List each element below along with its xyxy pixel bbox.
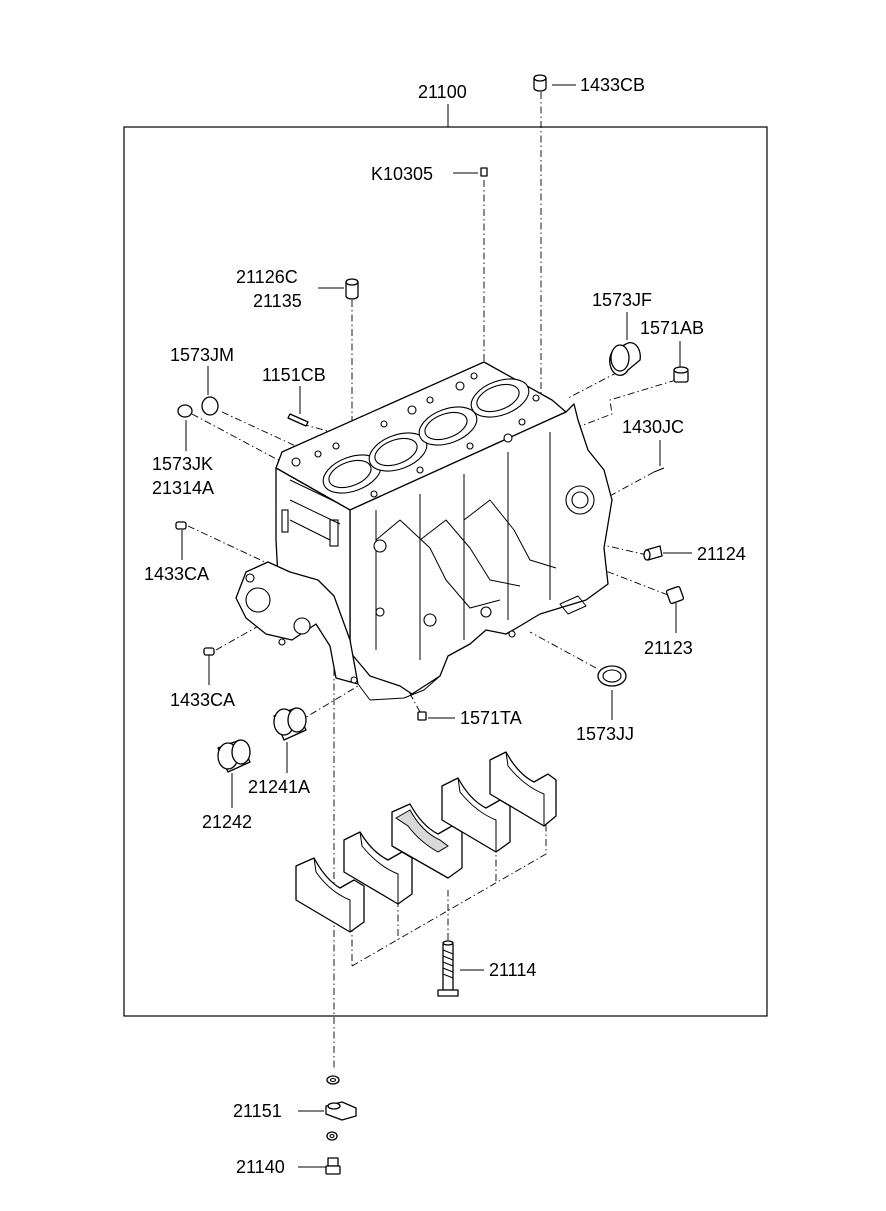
- plug-icon: [177, 74, 689, 473]
- part-labels: 21100 1433CB K10305 21126C 21135 1573JF …: [144, 75, 746, 1177]
- label-1433CA-lower: 1433CA: [170, 690, 235, 710]
- cylinder-block-icon: [235, 361, 613, 701]
- sensor-bolt-icon: [325, 1157, 341, 1175]
- washer-icon: [326, 1075, 340, 1141]
- leader-lines: [181, 84, 692, 1168]
- label-21135: 21135: [253, 291, 302, 311]
- label-21124: 21124: [697, 544, 746, 564]
- label-1573JJ: 1573JJ: [576, 724, 634, 744]
- label-21314A: 21314A: [152, 478, 214, 498]
- label-1433CB: 1433CB: [580, 75, 645, 95]
- label-21123: 21123: [644, 638, 693, 658]
- label-1430JC: 1430JC: [622, 417, 684, 437]
- label-1573JF: 1573JF: [592, 290, 652, 310]
- label-1151CB: 1151CB: [262, 365, 326, 385]
- label-1573JK: 1573JK: [152, 454, 213, 474]
- label-1573JM: 1573JM: [170, 345, 234, 365]
- label-21140: 21140: [236, 1157, 285, 1177]
- label-21151: 21151: [233, 1101, 282, 1121]
- label-21114: 21114: [489, 960, 536, 980]
- assembly-frame: [123, 126, 768, 1017]
- bushing-icon: [217, 665, 627, 773]
- label-K10305: K10305: [371, 164, 433, 184]
- bolt-icon: [437, 940, 459, 997]
- label-21242: 21242: [202, 812, 252, 832]
- main-bearing-cap-icon: [295, 751, 557, 933]
- label-21100: 21100: [418, 82, 467, 102]
- label-1571AB: 1571AB: [640, 318, 704, 338]
- sensor-icon: [325, 1101, 357, 1121]
- label-1571TA: 1571TA: [460, 708, 522, 728]
- alignment-lines: [187, 92, 677, 1070]
- label-21126C: 21126C: [236, 267, 298, 287]
- dowel-pin-icon: [175, 521, 685, 721]
- label-1433CA-upper: 1433CA: [144, 564, 209, 584]
- label-21241A: 21241A: [248, 777, 310, 797]
